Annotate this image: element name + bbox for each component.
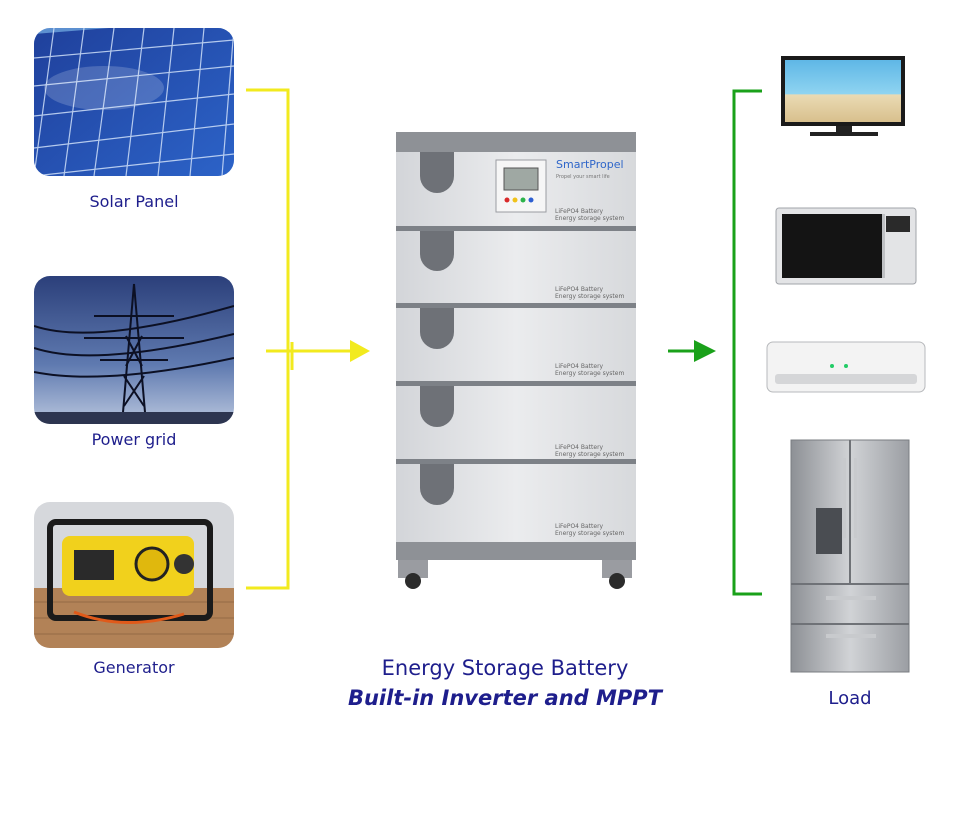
solar-panel-image [34,28,234,176]
power-grid-image [34,276,234,424]
input-connector [246,88,350,590]
tv-icon [781,56,905,136]
module-label-line2: Energy storage system [555,293,624,300]
module-label-line1: LiFePO4 Battery [555,523,604,530]
solar-panel-label: Solar Panel [89,192,179,211]
module-label-line2: Energy storage system [555,215,624,222]
module-label-line1: LiFePO4 Battery [555,444,604,451]
brand-logo: SmartPropel [556,158,624,171]
indicator-lights [504,197,534,203]
cabinet-base [396,542,636,560]
module-label-line1: LiFePO4 Battery [555,363,604,370]
microwave-icon [775,207,917,285]
generator-label: Generator [93,658,175,677]
input-arrow-head [350,340,370,362]
output-bracket-line [732,89,762,596]
air-conditioner-icon [766,341,926,393]
module-label-line2: Energy storage system [555,451,624,458]
module-label-line2: Energy storage system [555,370,624,377]
lcd-display [503,167,539,191]
generator-image [34,502,234,648]
module-label-line2: Energy storage system [555,530,624,537]
output-arrow-head [694,340,716,362]
cabinet-wheels [398,560,632,589]
power-grid-label: Power grid [91,430,177,449]
brand-tagline: Propel your smart life [556,174,610,180]
battery-title: Energy Storage Battery [381,656,629,680]
input-bracket-line [246,88,290,590]
module-label-line1: LiFePO4 Battery [555,208,604,215]
module-label-line1: LiFePO4 Battery [555,286,604,293]
cabinet-top [396,132,636,152]
refrigerator-icon [790,439,910,673]
battery-subtitle: Built-in Inverter and MPPT [347,686,663,710]
load-label: Load [828,688,872,709]
module-handles [420,152,454,505]
cabinet-module-separators [396,226,636,464]
output-connector [668,89,762,596]
